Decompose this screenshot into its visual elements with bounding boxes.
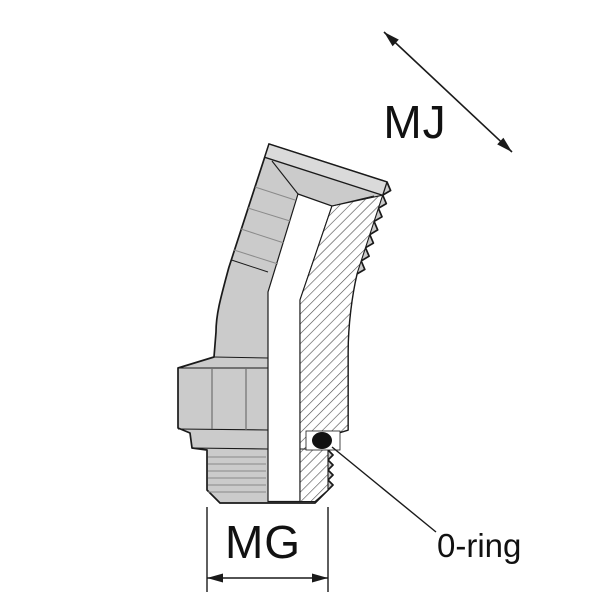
mg-label: MG: [225, 516, 301, 568]
body-shoulder-line: [231, 259, 269, 273]
mg-dimension: [206, 507, 329, 592]
mj-dimension-arrow: [383, 31, 513, 153]
mj-label: MJ: [383, 96, 446, 148]
mg-thread-crest-lines: [208, 456, 266, 493]
hex-facet-lines: [211, 368, 247, 430]
mj-thread-detail-lines: [233, 186, 296, 265]
mg-arrowhead-right: [312, 573, 328, 583]
mj-arrowhead-lower: [497, 137, 512, 152]
flare-face: [263, 143, 388, 197]
mg-arrowhead-left: [207, 573, 223, 583]
oring-label: 0-ring: [437, 527, 521, 564]
section-hatch-wall: [299, 194, 384, 503]
mj-arrowhead-upper: [384, 32, 399, 47]
oring-seal: [312, 432, 332, 449]
flare-cone-lines: [271, 160, 375, 207]
oring-leader-line: [331, 446, 437, 533]
